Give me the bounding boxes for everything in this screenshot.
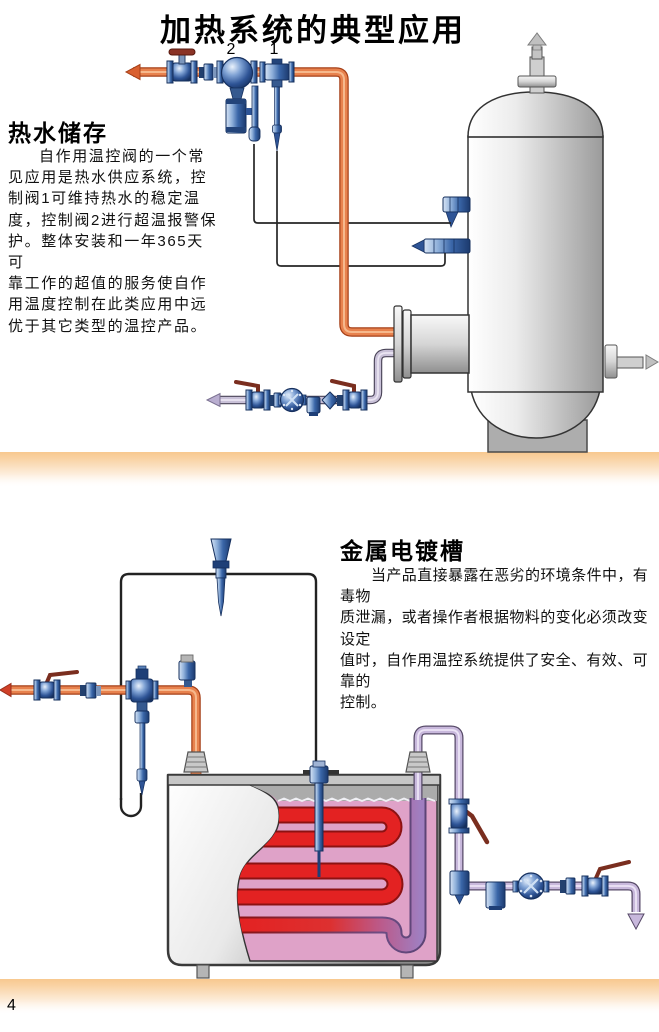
setpoint-adjuster: [210, 538, 232, 617]
three-way-control-valve: [125, 665, 159, 796]
plating-paragraph: 当产品直接暴露在恶劣的环境条件中，有毒物 质泄漏，或者操作者根据物料的变化必须改…: [340, 565, 659, 713]
temperature-control-valve-2: [216, 56, 261, 142]
hot-supply-pipe: [124, 63, 401, 337]
paragraph-line: 优于其它类型的温控产品。: [8, 317, 208, 335]
section-heading-plating: 金属电镀槽: [340, 538, 465, 564]
sensor-capillary-valve1: [276, 151, 446, 267]
steam-trap-return: [512, 872, 550, 900]
thermowell-lower: [411, 238, 471, 254]
vessel-side-nozzle: [604, 344, 644, 379]
page-number: 4: [7, 997, 16, 1014]
overtemp-valve-1: [259, 58, 295, 152]
steam-flow-arrow-icon: [0, 682, 12, 698]
handwheel: [168, 48, 196, 56]
pipe-union-return: [560, 877, 576, 895]
paragraph-line: 当产品直接暴露在恶劣的环境条件中，有毒物: [340, 567, 649, 606]
ball-valve-condensate-1: [234, 380, 271, 411]
sensor-bulb: [248, 126, 261, 142]
check-fitting: [321, 391, 343, 410]
bellows-outlet: [405, 751, 431, 773]
tank-rim: [167, 774, 441, 786]
section-heading-hot-water: 热水储存: [8, 120, 108, 146]
steam-trap-round: [278, 387, 307, 413]
return-arrow-down-icon: [627, 913, 645, 931]
valve-1-label: 1: [269, 41, 279, 58]
storage-vessel: [411, 32, 659, 453]
air-vent-return: [485, 881, 506, 910]
paragraph-line: 控制。: [340, 694, 387, 712]
vessel-top-nozzle: [517, 46, 557, 94]
sensor-tip: [138, 780, 146, 796]
condensate-flow-arrow-icon: [205, 392, 221, 408]
paragraph-line: 护。整体安装和一年365天可: [8, 232, 204, 272]
paragraph-line: 制阀1可维持热水的稳定温: [8, 190, 201, 208]
heat-exchanger: [393, 305, 470, 383]
sensor-tip: [273, 132, 281, 152]
paragraph-line: 自作用温控阀的一个常: [39, 148, 206, 165]
ball-valve-return: [581, 860, 631, 897]
flow-arrow-right-icon: [645, 354, 659, 370]
steam-supply-pipe: [0, 682, 201, 752]
heating-coil: [237, 798, 427, 954]
condensate-pipe: [205, 348, 401, 408]
paragraph-line: 用温度控制在此类应用中远: [8, 296, 208, 314]
paragraph-line: 值时，自作用温控系统提供了安全、有效、可靠的: [340, 651, 649, 691]
paragraph-line: 靠工作的超值的服务使自作: [8, 275, 208, 293]
paragraph-line: 见应用是热水供应系统，控: [8, 169, 208, 187]
isolation-valve-vertical: [448, 798, 490, 845]
floor-band-1: [0, 452, 659, 488]
elbow-top-fitting: [178, 654, 196, 687]
hot-water-paragraph: 自作用温控阀的一个常 见应用是热水供应系统，控 制阀1可维持热水的稳定温 度，控…: [8, 146, 218, 337]
waterline: [277, 797, 436, 802]
air-vent: [306, 396, 321, 416]
diagram-plating-tank: [0, 538, 659, 1015]
page-title: 加热系统的典型应用: [160, 13, 466, 48]
pipe-union-top: [199, 63, 217, 81]
supply-flow-arrow-icon: [124, 63, 141, 81]
pipe-union-steam: [80, 682, 101, 699]
tee-fitting: [449, 870, 470, 905]
valve-2-label: 2: [226, 41, 236, 58]
diagram-hot-water-storage: [0, 32, 659, 488]
thermowell-upper: [442, 196, 471, 228]
hand-shutoff-valve: [166, 48, 198, 84]
paragraph-line: 度，控制阀2进行超温报警保: [8, 211, 218, 229]
floor-band-2: [0, 979, 659, 1015]
paragraph-line: 质泄漏，或者操作者根据物料的变化必须改变设定: [340, 609, 649, 648]
sensor-capillary-valve2: [253, 144, 451, 224]
tank-sensor-probe: [303, 760, 339, 877]
flow-arrow-up-icon: [527, 32, 547, 51]
ball-valve-condensate-2: [330, 379, 368, 411]
ball-valve-steam: [33, 670, 79, 701]
